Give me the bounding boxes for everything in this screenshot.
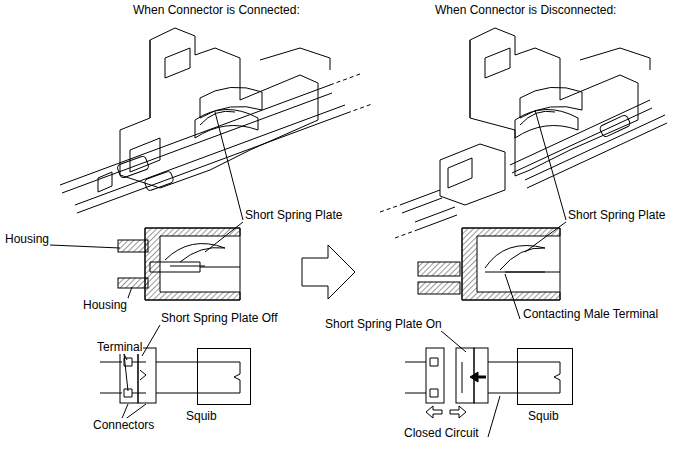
part-label: Housing (82, 298, 128, 312)
transition-arrow (302, 245, 355, 299)
disconnected-schematic (405, 348, 560, 418)
part-label: Short Spring Plate Off (160, 311, 279, 325)
part-label: Contacting Male Terminal (522, 307, 659, 321)
disconnected-connector-drawing (380, 28, 667, 238)
panel-heading: When Connector is Connected: (132, 3, 301, 17)
connected-schematic (100, 348, 240, 403)
connected-connector-drawing (60, 28, 372, 213)
squib-label: Squib (185, 409, 218, 423)
part-label: Connectors (92, 418, 155, 432)
squib-box: Squib (517, 348, 573, 405)
squib-label: Squib (527, 409, 560, 423)
part-label: Short Spring Plate On (324, 317, 443, 331)
leader-lines (50, 110, 566, 437)
part-label: Closed Circuit (403, 426, 480, 440)
part-label: Short Spring Plate (244, 208, 343, 222)
part-label: Housing (4, 232, 50, 246)
disconnected-cross-section (418, 228, 560, 300)
squib-box: Squib (197, 348, 251, 405)
part-label: Terminal (96, 340, 143, 354)
panel-heading: When Connector is Disconnected: (434, 3, 617, 17)
part-label: Short Spring Plate (567, 208, 666, 222)
